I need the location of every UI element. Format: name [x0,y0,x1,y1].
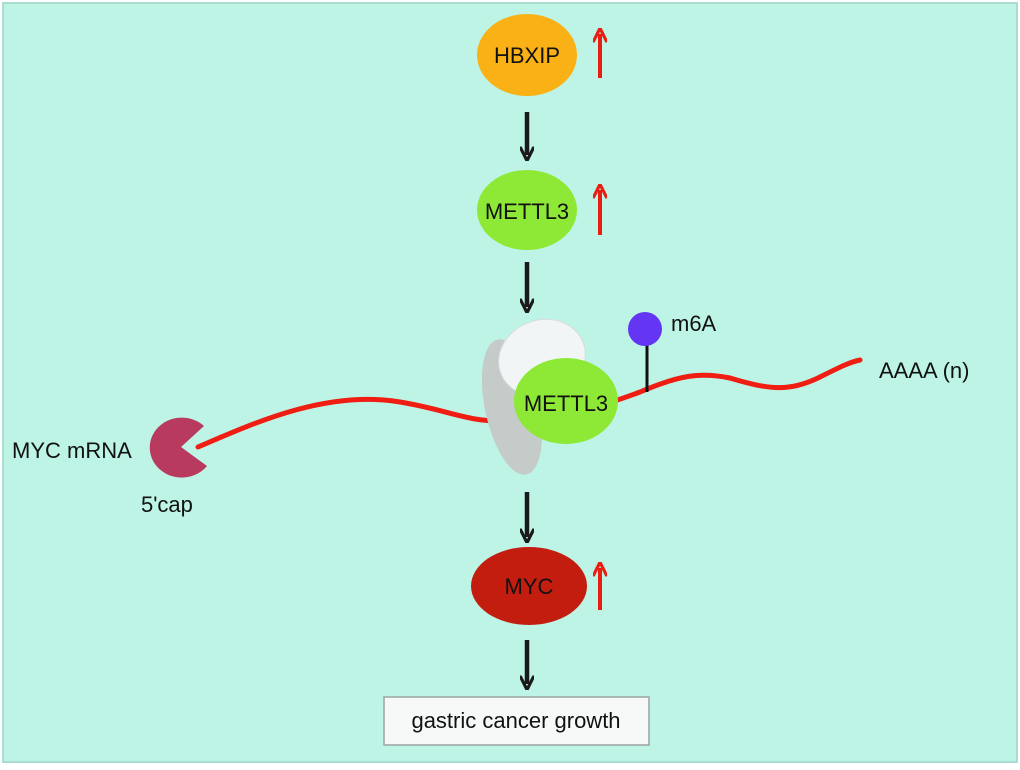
outcome-label: gastric cancer growth [411,708,620,733]
five-cap-label: 5'cap [141,492,193,517]
m6a-label: m6A [671,311,717,336]
mettl3-node [477,170,577,250]
mettl3-label: METTL3 [485,199,569,224]
mettl3-complex-label: METTL3 [524,391,608,416]
hbxip-node [477,14,577,96]
myc-node [471,547,587,625]
myc-label: MYC [505,574,554,599]
mettl3-complex-node [514,358,618,444]
myc-mrna-label: MYC mRNA [12,438,132,463]
pacman-cap-icon [149,417,207,478]
outcome-box [383,696,650,746]
m6a-lollipop-icon [628,312,662,346]
hbxip-label: HBXIP [494,43,560,68]
polya-label: AAAA (n) [879,358,969,383]
